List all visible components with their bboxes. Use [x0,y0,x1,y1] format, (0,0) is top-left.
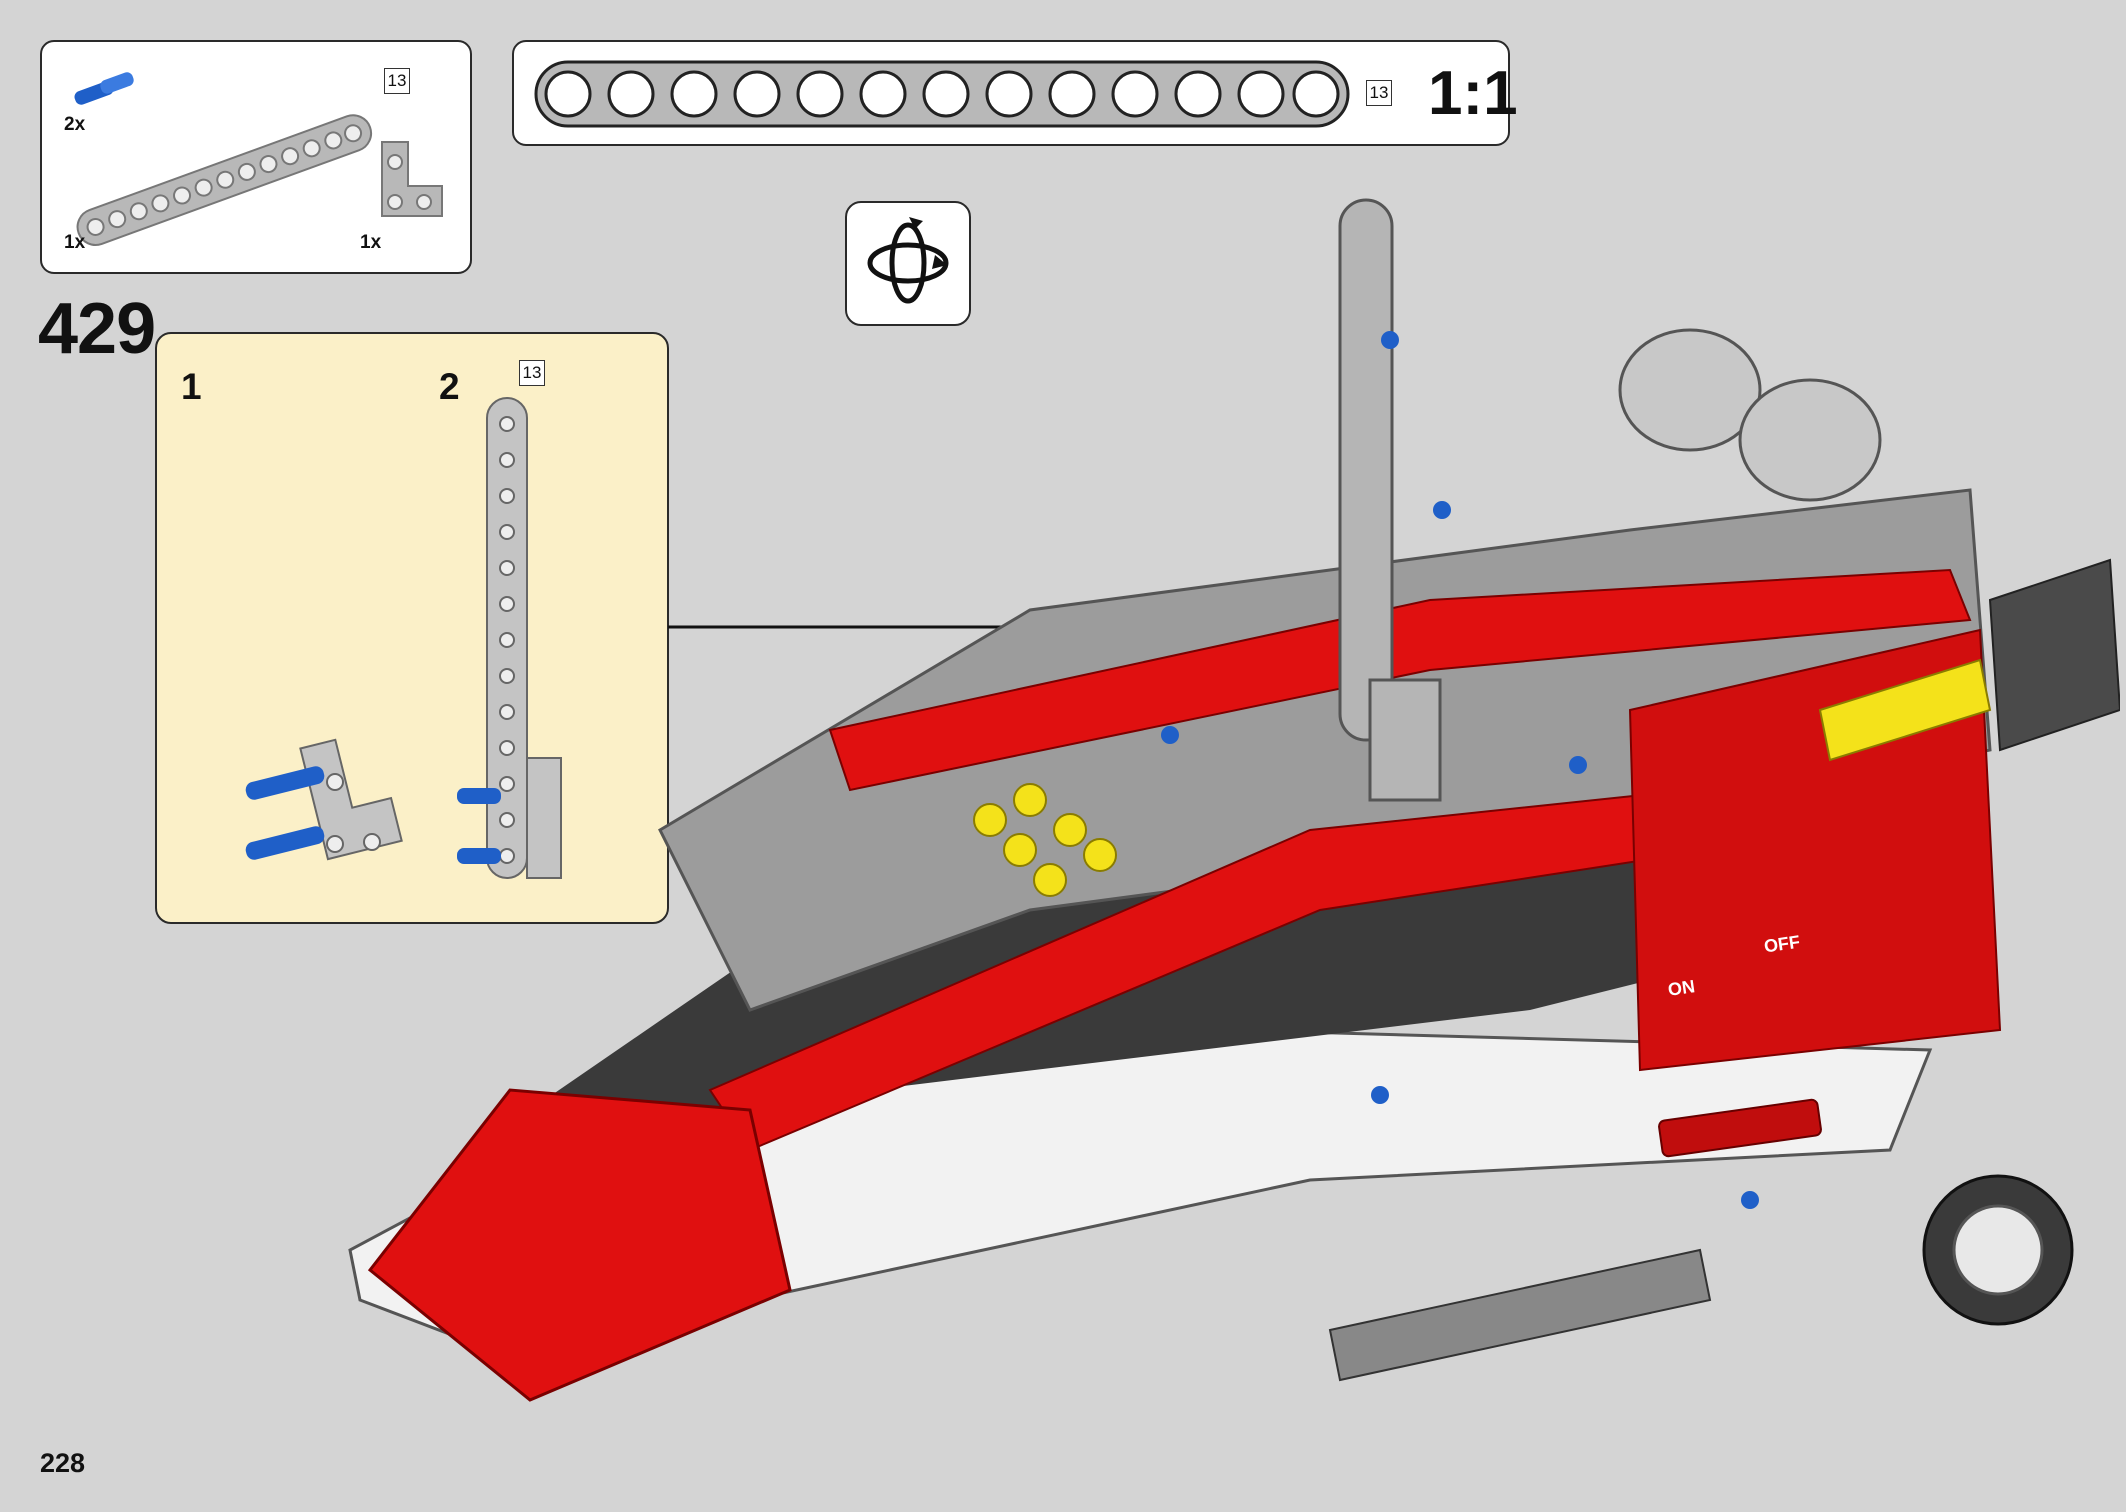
rotate-model-icon [867,217,949,304]
scale-reference: 13 [512,40,1510,146]
scale-ratio: 1:1 [1428,59,1518,128]
scale-size-label: 13 [1366,80,1392,106]
connector-qty: 1x [360,232,382,253]
sub-step-1-assembly-icon [245,738,403,861]
gray-l-connector-icon [381,141,443,217]
pin-qty: 2x [64,114,86,135]
sub-step-2-size-label: 13 [519,360,545,386]
switch-on-label: ON [1666,976,1697,1000]
sub-step-2-label: 2 [439,366,460,407]
beam-size-label: 13 [384,68,410,94]
sub-assembly-callout: 1 2 13 [155,332,669,924]
blue-pin-icon [74,72,134,105]
gray-beam-13-icon [76,114,373,246]
sub-step-2-assembly-icon [457,397,562,879]
parts-list: 2x 13 1x 1x [40,40,472,274]
sub-step-1-label: 1 [181,366,202,407]
rotate-indicator [845,201,971,326]
step-number: 429 [38,289,156,369]
beam-13-scale-icon [534,60,1350,128]
beam-qty: 1x [64,232,86,253]
page-number: 228 [40,1448,86,1478]
helicopter-model-illustration [348,198,2120,1402]
